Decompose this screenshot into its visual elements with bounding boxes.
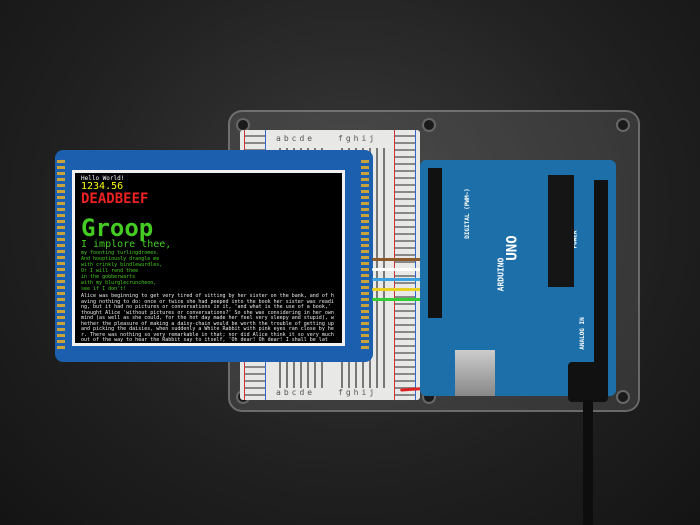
poem-line: my foonting turlingdromes.: [81, 250, 160, 256]
alice-text: Alice was beginning to get very tired of…: [81, 293, 334, 343]
uno-label: UNO: [504, 235, 521, 261]
tft-screen: Hello World! 1234.56 DEADBEEF Groop I im…: [72, 170, 345, 346]
header-pins: [361, 160, 369, 350]
wire-yellow: [372, 288, 442, 291]
column-labels: abcde: [276, 388, 316, 397]
lcd-display: Hello World! 1234.56 DEADBEEF Groop I im…: [75, 173, 342, 343]
poem-line: see if I don't!: [81, 286, 127, 292]
poem-line: Or I will rend thee: [81, 268, 139, 274]
digital-header: [428, 168, 442, 318]
power-rail: [394, 130, 416, 400]
power-jack: [568, 362, 608, 402]
poem-line: with crinkly bindlewurdles,: [81, 262, 163, 268]
poem-line: with my blurglecruncheon,: [81, 280, 157, 286]
column-labels: abcde: [276, 134, 316, 143]
mount-hole: [422, 118, 436, 132]
wire-brown: [372, 258, 442, 261]
usb-port: [455, 350, 495, 396]
mount-hole: [616, 390, 630, 404]
groop-text: Groop: [81, 214, 154, 242]
poem-line: in the gobberwarts: [81, 274, 136, 280]
hello-text: Hello World!: [81, 175, 125, 182]
wire-blue: [372, 278, 442, 281]
atmega-chip: [548, 175, 574, 287]
power-analog-header: [594, 180, 608, 370]
header-pins: [57, 160, 65, 350]
column-labels: fghij: [338, 388, 378, 397]
power-cable: [583, 400, 593, 525]
wire-green: [372, 298, 442, 301]
implore-text: I implore thee,: [81, 239, 172, 250]
mount-hole: [616, 118, 630, 132]
analog-label: ANALOG IN: [578, 317, 586, 350]
arduino-uno-board: DIGITAL (PWM~) UNO ARDUINO POWER ANALOG …: [420, 160, 616, 396]
digital-label: DIGITAL (PWM~): [463, 188, 471, 239]
hex-text: DEADBEEF: [81, 191, 149, 207]
column-labels: fghij: [338, 134, 378, 143]
poem-line: And hooptiously drangle me: [81, 256, 160, 262]
number-text: 1234.56: [81, 181, 124, 192]
arduino-label: ARDUINO: [496, 257, 506, 292]
wire-white: [372, 268, 442, 271]
